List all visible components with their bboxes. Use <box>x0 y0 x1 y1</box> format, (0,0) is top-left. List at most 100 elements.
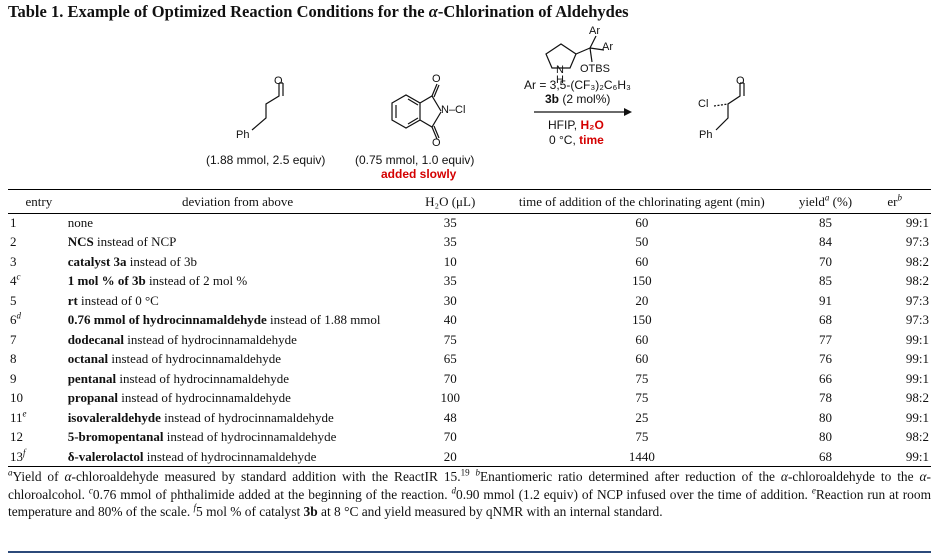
table-title: Table 1. Example of Optimized Reaction C… <box>8 2 629 21</box>
cell-yield: 80 <box>818 409 832 425</box>
cell-er: 99:1 <box>905 370 929 386</box>
catalyst-otbs: OTBS <box>580 63 610 75</box>
cell-entry: 13f <box>10 447 26 464</box>
product-structure <box>713 82 745 131</box>
cell-time: 60 <box>635 253 649 269</box>
cell-yield: 66 <box>818 370 832 386</box>
cell-yield: 84 <box>818 234 832 250</box>
cell-er: 98:2 <box>905 390 929 406</box>
table-footnotes: aYield of α-chloroaldehyde measured by s… <box>8 467 931 519</box>
table-row: 12 5-bromopentanal instead of hydrocinnam… <box>8 428 931 448</box>
header-entry: entry <box>25 194 53 209</box>
cell-yield: 77 <box>818 331 832 347</box>
ncp-amount: (0.75 mmol, 1.0 equiv) <box>355 153 475 167</box>
cell-yield: 68 <box>818 312 832 328</box>
table-bottom-rule <box>8 466 931 467</box>
cell-er: 97:3 <box>905 312 929 328</box>
cell-entry: 4c <box>10 271 21 289</box>
cell-entry: 3 <box>10 253 17 269</box>
cell-time: 150 <box>632 312 652 328</box>
header-time: time of addition of the chlorinating age… <box>518 194 765 209</box>
cell-deviation: catalyst 3a instead of 3b <box>67 253 197 269</box>
ncp-o-bottom-label: O <box>432 137 441 149</box>
cell-h2o: 65 <box>443 351 457 367</box>
cell-time: 1440 <box>628 448 655 464</box>
cell-h2o: 30 <box>443 292 457 308</box>
cell-entry: 11e <box>10 408 27 425</box>
product-ph-label: Ph <box>699 129 713 141</box>
cell-time: 60 <box>635 331 649 347</box>
table-row: 10 propanal instead of hydrocinnamaldehyd… <box>8 389 931 409</box>
catalyst-ar2: Ar <box>602 41 613 53</box>
cell-time: 75 <box>635 370 649 386</box>
page-bottom-rule <box>8 551 931 553</box>
cell-time: 20 <box>635 292 649 308</box>
cell-deviation: none <box>67 214 93 230</box>
ncp-structure <box>391 83 442 140</box>
cell-h2o: 70 <box>443 370 457 386</box>
cell-er: 99:1 <box>905 409 929 425</box>
cell-deviation: 5-bromopentanal instead of hydrocinnamal… <box>67 429 337 445</box>
cell-h2o: 10 <box>443 253 457 269</box>
cell-h2o: 100 <box>440 390 461 406</box>
cell-deviation: NCS instead of NCP <box>67 234 177 250</box>
conditions-table: entry deviation from above H₂O (μL) time… <box>8 191 931 467</box>
cell-time: 75 <box>635 390 649 406</box>
cell-er: 97:3 <box>905 292 929 308</box>
scheme-structures <box>251 35 745 140</box>
header-deviation: deviation from above <box>181 194 294 209</box>
catalyst-n: N <box>556 64 564 76</box>
table-header-row: entry deviation from above H₂O (μL) time… <box>8 191 931 213</box>
table-header-rule <box>8 213 931 214</box>
cell-entry: 10 <box>10 390 23 406</box>
cell-yield: 76 <box>818 351 832 367</box>
aldehyde-ph-label: Ph <box>236 129 250 141</box>
product-cl-label: Cl <box>698 98 709 110</box>
cell-time: 75 <box>635 429 649 445</box>
cell-h2o: 35 <box>443 273 457 289</box>
cell-er: 98:2 <box>905 273 929 289</box>
conditions-line2: 0 °C, time <box>549 133 604 147</box>
reaction-scheme: Ph O (1.88 mmol, 2.5 equiv) N–Cl O O (0.… <box>0 25 939 186</box>
cell-deviation: propanal instead of hydrocinnamaldehyde <box>67 390 291 406</box>
header-h2o: H₂O (μL) <box>425 194 476 209</box>
conditions-line1: HFIP, H₂O <box>548 118 604 132</box>
cell-entry: 8 <box>10 351 17 367</box>
aldehyde-o-label: O <box>274 75 283 87</box>
cell-entry: 12 <box>10 429 23 445</box>
cell-entry: 6d <box>10 310 21 328</box>
cell-yield: 85 <box>818 273 832 289</box>
cell-deviation: 0.76 mmol of hydrocinnamaldehyde instead… <box>67 312 381 328</box>
cell-yield: 80 <box>818 429 832 445</box>
catalyst-ar-definition: Ar = 3,5-(CF₃)₂C₆H₃ <box>524 78 631 92</box>
table-top-rule <box>8 189 931 190</box>
cell-deviation: dodecanal instead of hydrocinnamaldehyde <box>67 331 297 347</box>
cell-entry: 9 <box>10 370 17 386</box>
ncp-note: added slowly <box>381 167 457 181</box>
ncp-n-cl-label: N–Cl <box>441 104 466 116</box>
cell-deviation: pentanal instead of hydrocinnamaldehyde <box>67 370 290 386</box>
cell-er: 99:1 <box>905 351 929 367</box>
catalyst-structure <box>545 35 605 69</box>
cell-time: 60 <box>635 214 649 230</box>
cell-h2o: 35 <box>443 214 457 230</box>
cell-h2o: 70 <box>443 429 457 445</box>
cell-deviation: 1 mol % of 3b instead of 2 mol % <box>67 273 248 289</box>
cell-h2o: 75 <box>443 331 457 347</box>
cell-yield: 70 <box>818 253 832 269</box>
catalyst-loading: 3b (2 mol%) <box>545 92 611 106</box>
cell-entry: 2 <box>10 234 17 250</box>
table-row: 9 pentanal instead of hydrocinnamaldehyde… <box>8 369 931 389</box>
cell-yield: 85 <box>818 214 832 230</box>
header-er: erb <box>887 192 902 209</box>
aldehyde-structure <box>251 82 284 131</box>
